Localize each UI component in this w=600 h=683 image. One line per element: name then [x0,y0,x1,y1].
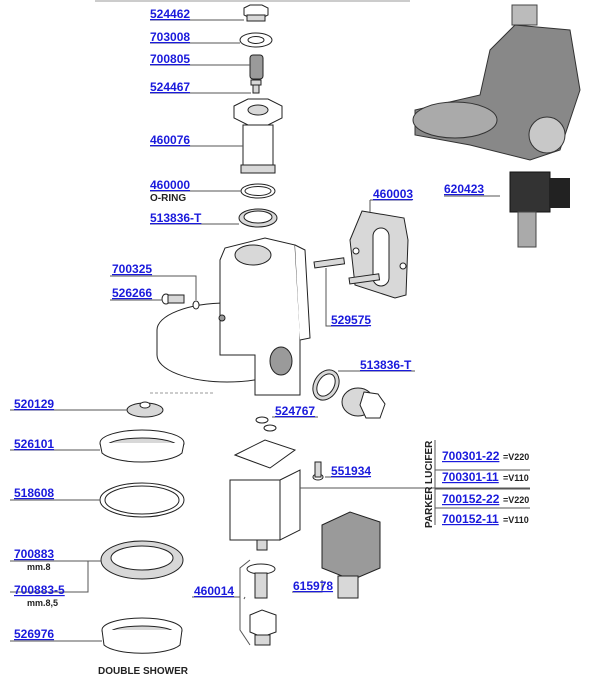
part-link-524467[interactable]: 524467 [150,80,190,94]
part-link-518608[interactable]: 518608 [14,486,54,500]
part-link-460003[interactable]: 460003 [373,187,413,201]
part-note-double-shower: DOUBLE SHOWER [98,666,189,677]
part-460000-drawing [240,183,276,199]
part-link-703008[interactable]: 703008 [150,30,190,44]
part-link-700152-11[interactable]: 700152-11 [442,512,499,526]
solenoid-valve-drawing [229,439,301,551]
group-head-body-drawing [156,237,311,396]
part-link-460014[interactable]: 460014 [194,584,234,598]
part-link-615978[interactable]: 615978 [293,579,333,593]
part-link-620423[interactable]: 620423 [444,182,484,196]
part-513836-lower-drawing [312,369,386,419]
part-note-mm8: mm.8 [27,562,51,572]
part-link-460000[interactable]: 460000 [150,178,190,192]
part-link-524462[interactable]: 524462 [150,7,190,21]
part-615978-drawing [321,511,381,599]
part-link-460076[interactable]: 460076 [150,133,190,147]
part-518608-drawing [99,482,185,518]
part-link-700152-22[interactable]: 700152-22 [442,492,500,506]
part-524767-drawing [255,416,277,432]
part-link-526266[interactable]: 526266 [112,286,152,300]
part-526976-drawing [101,617,183,654]
part-link-526976[interactable]: 526976 [14,627,54,641]
voltage-700152-11: =V110 [503,515,529,525]
part-700883-drawing [100,540,184,580]
part-460014-drawing [246,563,277,646]
part-703008-drawing [239,32,273,48]
part-700805-drawing [249,54,264,80]
part-700325-drawing [192,300,200,310]
part-note-o-ring: O-RING [150,193,186,204]
brand-label-parker: PARKER [424,486,435,528]
part-link-700805[interactable]: 700805 [150,52,190,66]
part-513836-top-drawing [238,208,278,228]
part-link-524767[interactable]: 524767 [275,404,315,418]
part-note-mm8-5: mm.8,5 [27,598,58,608]
leader-lines [10,19,530,646]
part-link-513836-t-top[interactable]: 513836-T [150,211,202,225]
brand-label-lucifer: LUCIFER [424,440,435,484]
part-460003-drawing [349,210,409,299]
part-460076-drawing [233,98,283,174]
part-529575-drawing [313,257,381,285]
part-link-529575[interactable]: 529575 [331,313,371,327]
part-526101-drawing [99,429,185,463]
part-link-700325[interactable]: 700325 [112,262,152,276]
voltage-700301-22: =V220 [503,452,529,462]
voltage-700152-22: =V220 [503,495,529,505]
part-link-520129[interactable]: 520129 [14,397,54,411]
part-link-700301-22[interactable]: 700301-22 [442,449,500,463]
part-link-551934[interactable]: 551934 [331,464,371,478]
voltage-700301-11: =V110 [503,473,529,483]
part-link-526101[interactable]: 526101 [14,437,54,451]
part-link-700883[interactable]: 700883 [14,547,54,561]
part-link-700883-5[interactable]: 700883-5 [14,583,65,597]
part-620423-photo [412,4,581,248]
part-link-700301-11[interactable]: 700301-11 [442,470,499,484]
part-524462-drawing [243,4,269,22]
part-link-513836-t-lower[interactable]: 513836-T [360,358,412,372]
part-520129-drawing [126,401,164,418]
part-526266-drawing [161,293,185,305]
part-551934-drawing [312,461,324,481]
part-524467-drawing [250,79,262,94]
